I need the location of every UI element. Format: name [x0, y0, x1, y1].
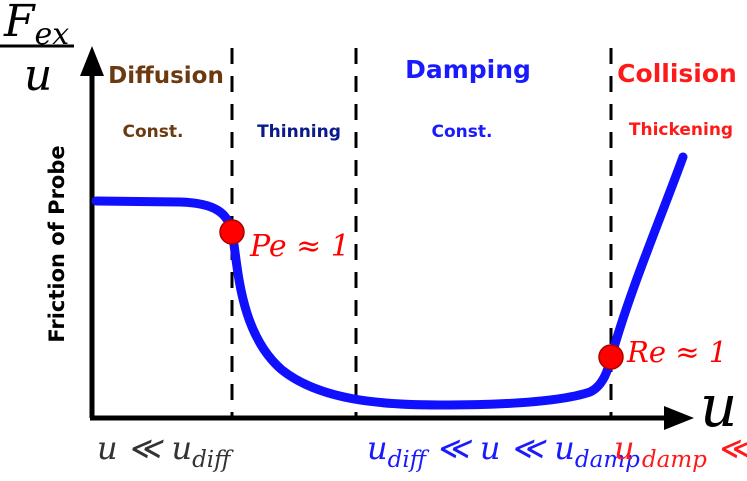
collision-condition: u damp ≪ u: [614, 429, 747, 473]
regime-diffusion-subtitle: Const.: [123, 122, 184, 142]
friction-curve: [91, 152, 688, 410]
x-symbol: u: [700, 372, 737, 440]
y-axis-label: Friction of Probe: [45, 145, 69, 342]
x-axis-arrow: [664, 406, 694, 430]
re-marker: [598, 344, 624, 370]
regime-damping-subtitle: Const.: [432, 122, 493, 142]
regime-collision-title: Collision: [617, 59, 737, 88]
pe-marker: [219, 219, 245, 245]
regime-thickening-subtitle: Thickening: [629, 120, 733, 140]
y-symbol-denominator: u: [24, 50, 52, 101]
pe-label: Pe ≈ 1: [249, 229, 350, 264]
damping-condition: udiff ≪ u ≪ udamp: [367, 429, 640, 473]
re-label: Re ≈ 1: [626, 335, 727, 369]
y-axis-arrow: [80, 46, 104, 76]
regime-damping-title: Damping: [405, 55, 531, 84]
y-symbol-numerator: Fex: [3, 0, 69, 52]
regime-thinning-subtitle: Thinning: [257, 122, 341, 142]
regime-diffusion-title: Diffusion: [108, 63, 224, 89]
diffusive-condition: u ≪ udiff: [97, 429, 234, 473]
